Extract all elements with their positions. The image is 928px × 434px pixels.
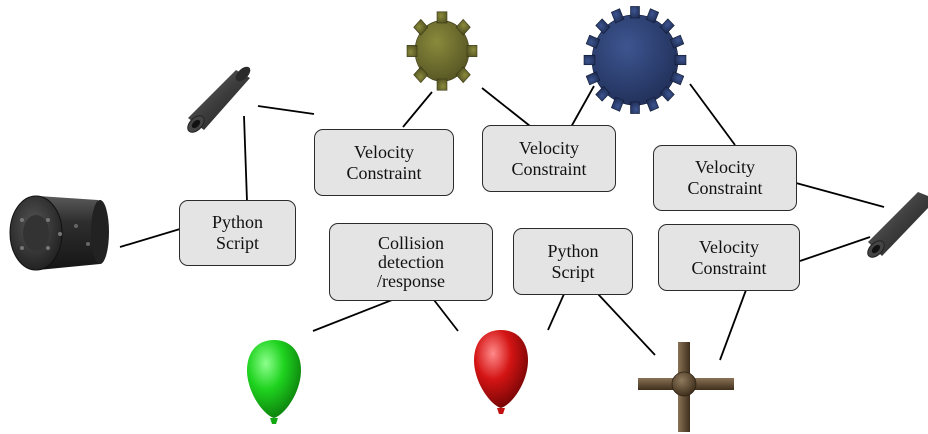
connector-gear-small-to-velocity1	[402, 91, 433, 128]
node-label-line1: Velocity	[519, 137, 579, 158]
velocity-constraint-node-1: Velocity Constraint	[314, 129, 454, 196]
node-label-line1: Python	[547, 240, 599, 261]
node-label-line1: Velocity	[354, 141, 414, 162]
node-label-line2: Constraint	[687, 178, 763, 198]
connector-gear-small-to-velocity2	[481, 87, 531, 127]
collision-detection-node: Collision detection /response	[329, 223, 493, 301]
connector-cylinder-to-python1	[119, 228, 181, 248]
python-script-node-2: Python Script	[513, 228, 633, 295]
connector-gear-large-to-velocity2	[570, 85, 595, 128]
node-label-line1: Python	[211, 212, 263, 232]
cross-joint-icon	[638, 342, 734, 432]
gear-small-icon	[406, 11, 478, 91]
connector-python2-to-cross	[597, 293, 656, 356]
tube-left-icon	[187, 66, 251, 133]
connector-velocity4-to-cross	[719, 289, 747, 361]
gear-large-icon	[583, 6, 687, 114]
node-label-line2: detection	[378, 251, 444, 272]
node-label-line1: Collision	[377, 232, 444, 253]
connector-velocity3-to-tube-right	[795, 182, 885, 208]
velocity-constraint-node-4: Velocity Constraint	[658, 224, 800, 291]
node-label-line2: Constraint	[511, 158, 587, 179]
node-label-line1: Velocity	[695, 157, 755, 177]
balloon-red-icon	[474, 330, 528, 414]
node-label-line2: Script	[551, 261, 595, 282]
velocity-constraint-node-2: Velocity Constraint	[482, 125, 616, 192]
connector-python2-to-red-balloon	[547, 293, 565, 331]
connector-collision-to-red-balloon	[433, 299, 459, 332]
balloon-green-icon	[247, 340, 301, 424]
connector-tube-to-velocity1	[257, 105, 315, 115]
python-script-node-1: Python Script	[179, 200, 296, 266]
connector-tube-to-python1	[243, 115, 248, 202]
connector-velocity4-to-tube-right	[799, 236, 871, 262]
node-label-line2: Constraint	[691, 257, 767, 278]
velocity-constraint-node-3: Velocity Constraint	[653, 145, 797, 211]
node-label-line2: Script	[216, 233, 259, 253]
cannon-cylinder-icon	[9, 195, 109, 271]
tube-right-icon	[867, 192, 928, 258]
connector-collision-to-green-balloon	[312, 299, 393, 332]
node-label-line2: Constraint	[346, 162, 422, 183]
node-label-line1: Velocity	[699, 236, 759, 257]
node-label-line3: /response	[377, 270, 445, 291]
connector-gear-large-to-velocity3	[689, 83, 736, 146]
